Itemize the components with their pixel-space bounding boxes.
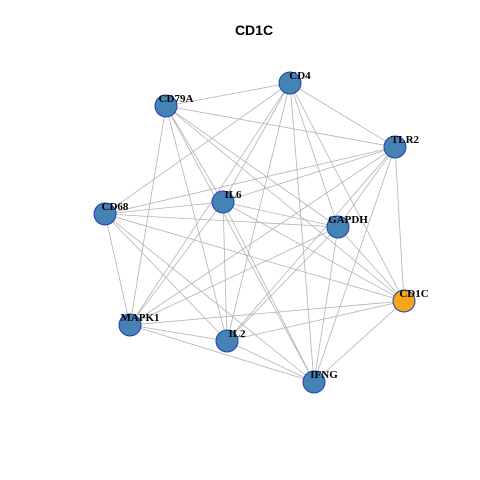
edge-il6-gapdh bbox=[222, 201, 339, 228]
edge-il6-il2 bbox=[222, 201, 228, 342]
node-circle-cd79a[interactable] bbox=[154, 94, 178, 118]
node-label-cd68: CD68 bbox=[102, 201, 129, 213]
edge-cd79a-il2 bbox=[165, 105, 228, 342]
edge-tlr2-gapdh bbox=[337, 146, 396, 228]
edge-cd79a-mapk1 bbox=[129, 105, 167, 326]
node-circle-gapdh[interactable] bbox=[326, 215, 350, 239]
edge-cd1c-il2 bbox=[226, 300, 405, 342]
edge-cd79a-tlr2 bbox=[165, 105, 396, 148]
edge-tlr2-il2 bbox=[226, 146, 396, 342]
edge-il6-mapk1 bbox=[129, 201, 224, 326]
edge-il6-cd1c bbox=[222, 201, 405, 302]
edge-cd68-ifng bbox=[104, 213, 315, 383]
edge-cd68-mapk1 bbox=[104, 213, 131, 326]
edge-tlr2-ifng bbox=[313, 146, 396, 383]
node-circle-ifng[interactable] bbox=[302, 370, 326, 394]
edge-tlr2-cd68 bbox=[104, 146, 396, 215]
node-label-cd4: CD4 bbox=[289, 70, 311, 82]
node-il6[interactable]: IL6 bbox=[211, 189, 242, 214]
node-label-cd79a: CD79A bbox=[159, 93, 194, 105]
edge-mapk1-il2 bbox=[129, 324, 228, 342]
node-cd1c[interactable]: CD1C bbox=[392, 288, 429, 313]
edge-gapdh-mapk1 bbox=[129, 226, 339, 326]
edge-cd79a-il6 bbox=[165, 105, 224, 203]
node-circle-il6[interactable] bbox=[211, 190, 235, 214]
node-circle-cd1c[interactable] bbox=[392, 289, 416, 313]
node-il2[interactable]: IL2 bbox=[215, 328, 246, 353]
node-label-ifng: IFNG bbox=[310, 369, 338, 381]
node-tlr2[interactable]: TLR2 bbox=[383, 134, 420, 159]
edge-mapk1-ifng bbox=[129, 324, 315, 383]
node-circle-tlr2[interactable] bbox=[383, 135, 407, 159]
edge-gapdh-il2 bbox=[226, 226, 339, 342]
edge-tlr2-cd1c bbox=[394, 146, 405, 302]
edge-tlr2-mapk1 bbox=[129, 146, 396, 326]
edge-il6-ifng bbox=[222, 201, 315, 383]
node-circle-il2[interactable] bbox=[215, 329, 239, 353]
edge-cd4-gapdh bbox=[289, 82, 339, 228]
edge-cd4-ifng bbox=[289, 82, 315, 383]
edge-il2-ifng bbox=[226, 340, 315, 383]
edge-cd1c-mapk1 bbox=[129, 300, 405, 326]
node-label-gapdh: GAPDH bbox=[328, 214, 368, 226]
node-circle-cd4[interactable] bbox=[278, 71, 302, 95]
edge-gapdh-cd1c bbox=[337, 226, 405, 302]
edge-cd4-cd1c bbox=[289, 82, 405, 302]
node-cd68[interactable]: CD68 bbox=[93, 201, 129, 226]
edge-cd1c-ifng bbox=[313, 300, 405, 383]
node-gapdh[interactable]: GAPDH bbox=[326, 214, 368, 239]
node-cd4[interactable]: CD4 bbox=[278, 70, 311, 95]
node-ifng[interactable]: IFNG bbox=[302, 369, 338, 394]
edge-cd4-il2 bbox=[226, 82, 291, 342]
edge-cd4-tlr2 bbox=[289, 82, 396, 148]
node-mapk1[interactable]: MAPK1 bbox=[118, 312, 160, 337]
edge-tlr2-il6 bbox=[222, 146, 396, 203]
node-circle-cd68[interactable] bbox=[93, 202, 117, 226]
edge-cd68-cd1c bbox=[104, 213, 405, 302]
edges-layer bbox=[104, 82, 405, 383]
node-label-mapk1: MAPK1 bbox=[120, 312, 159, 324]
node-label-il2: IL2 bbox=[228, 328, 246, 340]
node-circle-mapk1[interactable] bbox=[118, 313, 142, 337]
edge-cd4-cd68 bbox=[104, 82, 291, 215]
edge-cd4-cd79a bbox=[165, 82, 291, 107]
edge-cd79a-cd1c bbox=[165, 105, 405, 302]
edge-cd4-mapk1 bbox=[129, 82, 291, 326]
node-label-cd1c: CD1C bbox=[399, 288, 428, 300]
edge-cd79a-ifng bbox=[165, 105, 315, 383]
edge-cd68-gapdh bbox=[104, 213, 339, 228]
edge-gapdh-ifng bbox=[313, 226, 339, 383]
graph-title: CD1C bbox=[235, 22, 273, 38]
edge-cd79a-gapdh bbox=[165, 105, 339, 228]
node-label-il6: IL6 bbox=[224, 189, 242, 201]
edge-cd4-il6 bbox=[222, 82, 291, 203]
node-cd79a[interactable]: CD79A bbox=[154, 93, 194, 118]
node-label-tlr2: TLR2 bbox=[391, 134, 420, 146]
edge-cd68-il6 bbox=[104, 201, 224, 215]
